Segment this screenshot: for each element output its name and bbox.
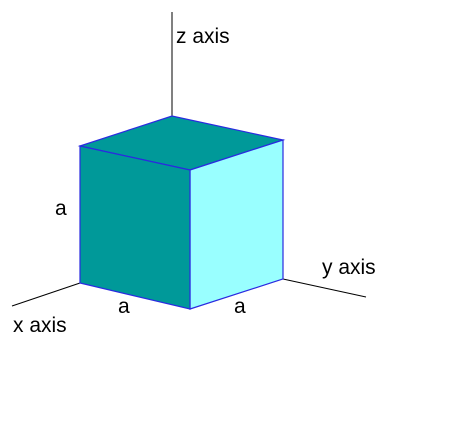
x-axis-line: [11, 282, 81, 307]
y-axis-label: y axis: [322, 256, 376, 279]
x-axis-label: x axis: [13, 314, 67, 337]
edge-front-label: a: [118, 295, 130, 318]
edge-side-label: a: [234, 295, 246, 318]
y-axis-line: [282, 278, 367, 298]
edge-height-label: a: [55, 197, 67, 220]
cube-side-face: [189, 139, 284, 310]
z-axis-label: z axis: [176, 25, 230, 48]
cube-front-face: [79, 145, 191, 310]
